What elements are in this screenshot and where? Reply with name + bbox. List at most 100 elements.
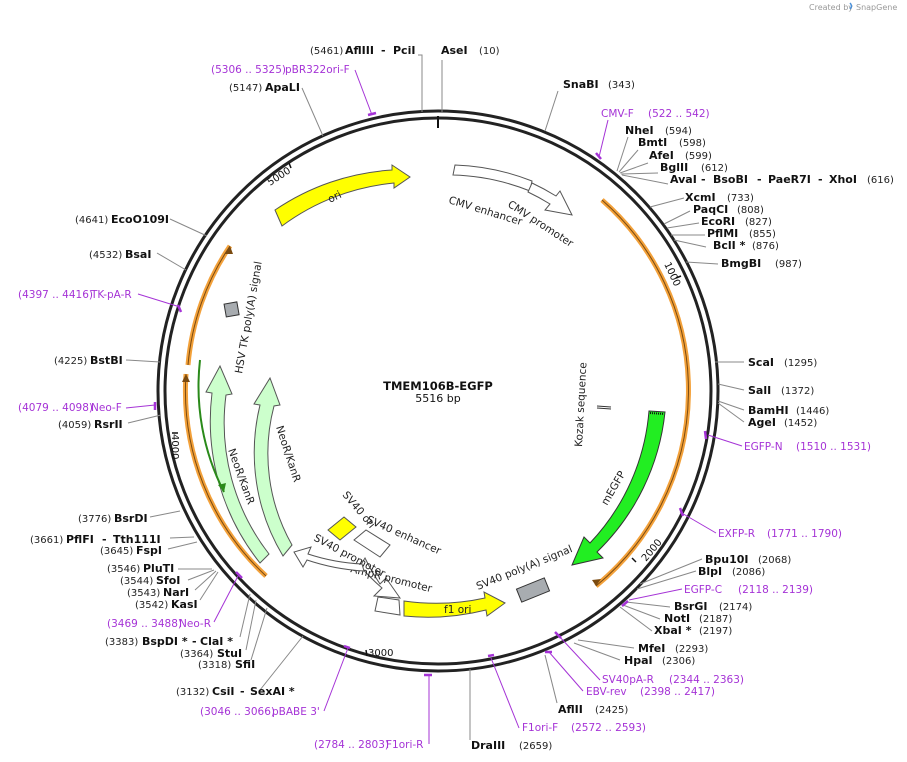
tkpar-range: (4397 .. 4416) (18, 289, 93, 301)
pflmi-name: PflMI (707, 227, 738, 240)
tick-5000-mark (288, 162, 292, 169)
bcli-pos: (876) (752, 241, 779, 252)
paqci-name: PaqCI (693, 203, 728, 216)
agei-name: AgeI (748, 416, 776, 429)
bsai-line (156, 252, 187, 271)
bpu10i-line (639, 558, 703, 585)
sfii-line (250, 607, 268, 661)
afei-name: AfeI (649, 149, 674, 162)
stui-line (245, 599, 257, 651)
nari-name: NarI (163, 586, 189, 599)
neof-name: Neo-F (91, 402, 122, 414)
plasmid-name: TMEM106B-EGFP (383, 379, 493, 393)
sfii-name: SfiI (235, 658, 255, 671)
sv40-ori-box (327, 516, 357, 541)
neor-outer-arrow (205, 364, 270, 564)
sv40-promoter-arrow (293, 546, 365, 572)
backbone-outer-strand (156, 109, 720, 673)
egfpn-mark (703, 430, 708, 440)
csii-sep: - (240, 685, 245, 698)
neor-inner-label: NeoR/KanR (273, 424, 303, 484)
blpi-line (636, 570, 697, 590)
agei-line (717, 402, 745, 423)
egfpc-line (628, 588, 683, 601)
bmti-pos: (598) (679, 138, 706, 149)
snabi-pos: (343) (608, 80, 635, 91)
ecori-pos: (827) (745, 217, 772, 228)
xhoi-name: XhoI (829, 173, 857, 186)
f1-ori-feature-arrow (403, 591, 506, 618)
ori-feature-arrow (274, 164, 411, 227)
paer7i-name: PaeR7I (768, 173, 811, 186)
avai-sep2: - (757, 173, 762, 186)
bcli-name: BclI * (713, 239, 746, 252)
orange-arc-neor-arrowhead (182, 374, 190, 382)
tkpar-line (137, 293, 181, 308)
hpai-name: HpaI (624, 654, 653, 667)
nhei-line (616, 136, 629, 172)
afliii-pos: (5461) (310, 46, 343, 57)
blpi-pos: (2086) (732, 567, 765, 578)
pflfi-name: PflFI (66, 533, 94, 546)
snabi-line (544, 90, 559, 132)
xbai-line (619, 606, 653, 632)
neor-primer-line (213, 575, 239, 623)
orange-arc-hsv-tk (185, 244, 233, 366)
megfp-feature-arrow (571, 410, 666, 566)
bsai-pos: (4532) (89, 250, 122, 261)
pbabe-range: (3046 .. 3066) (200, 706, 275, 718)
neor-primer-mark (235, 571, 243, 579)
egfpn-range: (1510 .. 1531) (796, 441, 871, 453)
bsrdi-line (149, 510, 181, 518)
hpai-line (573, 642, 621, 661)
kozak-mark-1 (596, 405, 612, 408)
ori-label: ori (326, 189, 344, 206)
xcmi-pos: (733) (727, 193, 754, 204)
ecori-name: EcoRI (701, 215, 735, 228)
fspi-name: FspI (136, 544, 162, 557)
ebvrev-range: (2398 .. 2417) (640, 686, 715, 698)
exfpr-name: EXFP-R (718, 528, 755, 540)
snabi-name: SnaBI (563, 78, 599, 91)
f1orif-name: F1ori-F (522, 722, 558, 734)
sv40par-mark (554, 631, 562, 639)
blpi-name: BlpI (698, 565, 722, 578)
credit-label: Created by (809, 3, 853, 12)
bamhi-name: BamHI (748, 404, 789, 417)
f1orif-line (490, 657, 520, 729)
neor-cds-arrowhead (218, 483, 226, 492)
egfpn-line (707, 434, 743, 447)
nhei-pos: (594) (665, 126, 692, 137)
kozak-mark-2 (596, 407, 612, 410)
egfpc-mark (621, 600, 629, 607)
bamhi-line (717, 400, 745, 411)
bmgbi-line (685, 261, 719, 265)
csii-pos: (3132) (176, 687, 209, 698)
f1-ori-label: f1 ori (444, 604, 471, 616)
pflmi-pos: (855) (749, 229, 776, 240)
bglii-pos: (612) (701, 163, 728, 174)
neor-primer-name: Neo-R (179, 618, 211, 630)
afliii-sep: - (381, 44, 386, 57)
bsrgi-name: BsrGI (674, 600, 707, 613)
pbabe-mark (343, 644, 351, 650)
noti-line (622, 604, 661, 620)
aflii-line (544, 654, 558, 704)
neor-cds-line (197, 359, 225, 493)
ecoo109i-name: EcoO109I (111, 213, 169, 226)
bspdi-pos: (3383) (105, 637, 138, 648)
bpu10i-name: Bpu10I (705, 553, 749, 566)
fspi-line (167, 541, 198, 550)
afliii-name: AflIII (345, 44, 374, 57)
nhei-name: NheI (625, 124, 654, 137)
sfii-pos: (3318) (198, 660, 231, 671)
kasi-pos: (3542) (135, 600, 168, 611)
primer-labels: (5306 .. 5325) pBR322ori-F CMV-F (522 ..… (18, 64, 871, 751)
kasi-name: KasI (171, 598, 198, 611)
cmvf-range: (522 .. 542) (648, 108, 710, 120)
kasi-line (199, 571, 219, 601)
bmgbi-name: BmgBI (721, 257, 761, 270)
rsrii-name: RsrII (94, 418, 123, 431)
primer-connector-lines (125, 69, 743, 744)
rsrii-line (127, 414, 162, 424)
